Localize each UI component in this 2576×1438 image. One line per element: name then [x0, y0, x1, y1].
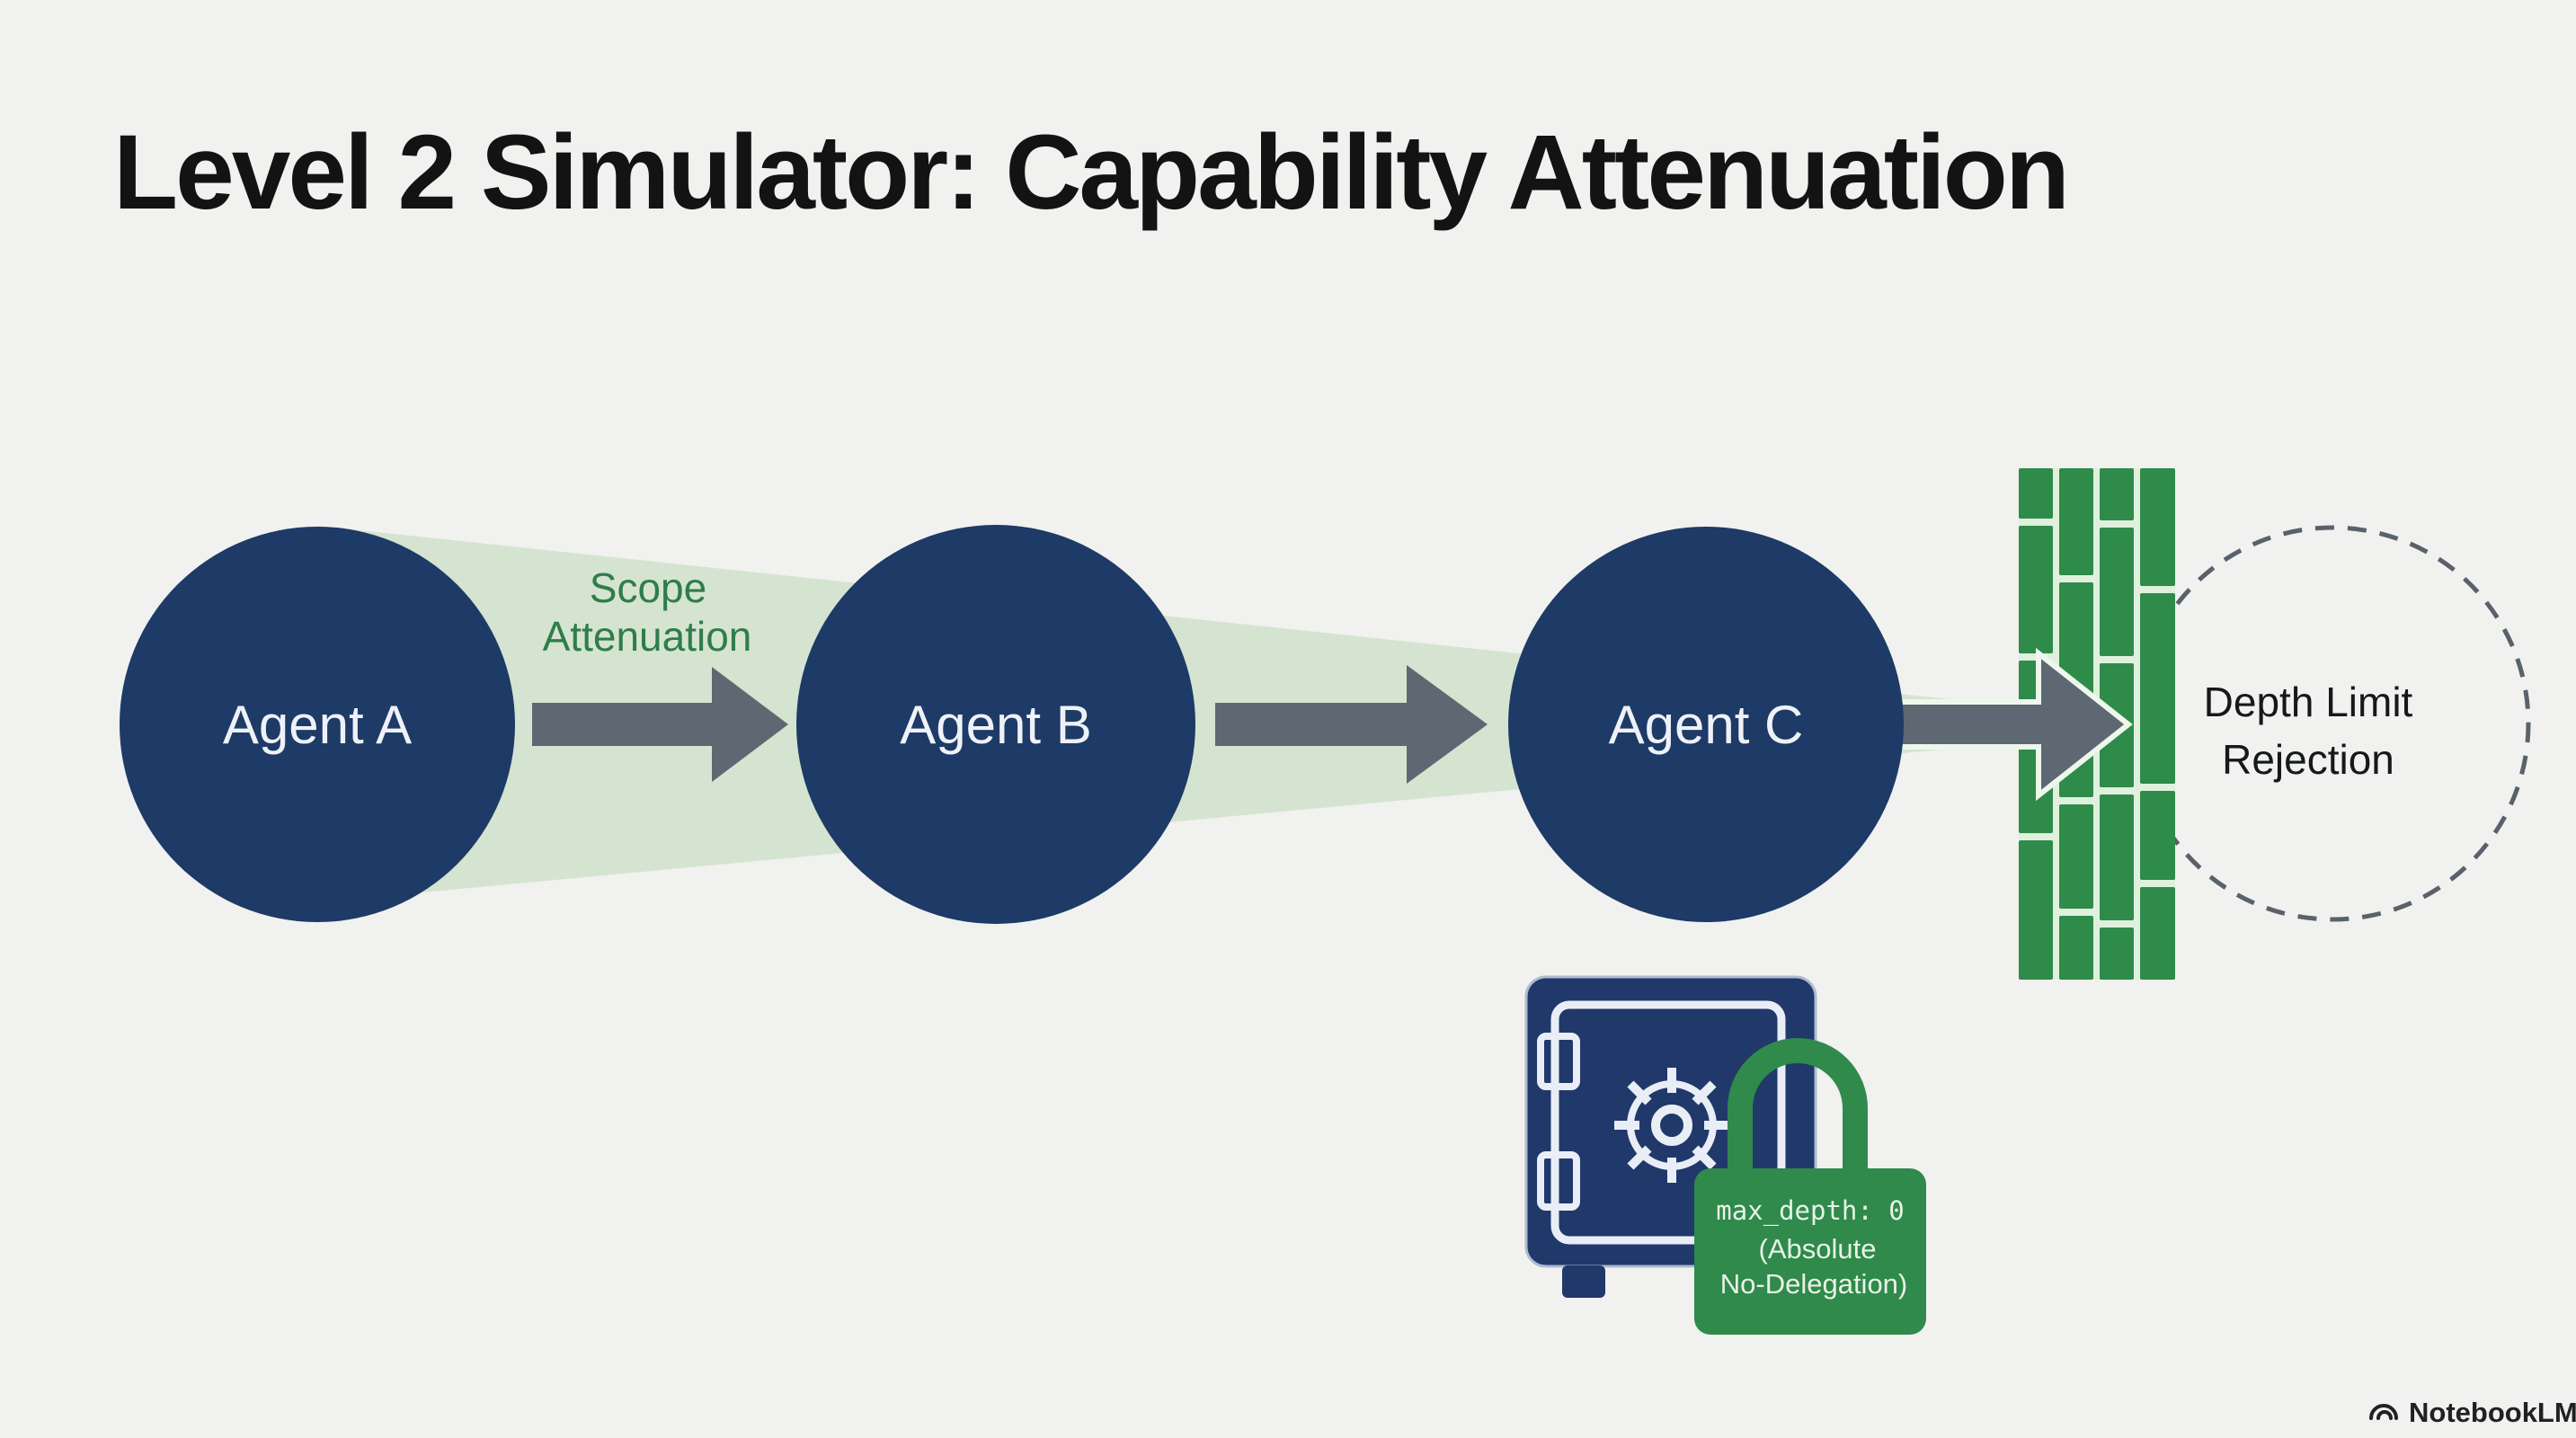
padlock-icon: max_depth: 0 (Absolute No-Delegation): [1694, 1038, 1926, 1335]
padlock-text: max_depth: 0 (Absolute No-Delegation): [1716, 1195, 1907, 1300]
notebooklm-logo-icon: [2369, 1404, 2398, 1420]
padlock-line3: No-Delegation): [1720, 1268, 1908, 1300]
padlock-shackle: [1728, 1038, 1868, 1177]
agent-c-circle: [1508, 527, 1904, 922]
safe-hinge-bottom: [1537, 1151, 1580, 1211]
arrow-a-to-b: [532, 667, 788, 782]
agent-a-circle: [120, 527, 515, 922]
rejection-line2: Rejection: [2222, 736, 2394, 783]
watermark: NotebookLM: [2369, 1397, 2576, 1428]
rejection-label: Depth Limit Rejection: [2204, 679, 2413, 783]
safe-hinge-top: [1537, 1033, 1580, 1090]
agent-a-label: Agent A: [223, 695, 412, 755]
agent-labels: Agent A Agent B Agent C: [223, 695, 1803, 755]
scope-attenuation-label: Scope Attenuation: [543, 564, 752, 660]
safe-door-outline: [1550, 1000, 1786, 1245]
agent-b-label: Agent B: [900, 695, 1092, 755]
scope-attenuation-line1: Scope: [590, 564, 706, 611]
page-title: Level 2 Simulator: Capability Attenuatio…: [113, 113, 2067, 232]
scope-attenuation-line2: Attenuation: [543, 613, 752, 660]
delegation-arrows: [532, 647, 2133, 802]
rejection-line1: Depth Limit: [2204, 679, 2413, 725]
arrow-c-to-wall: [1885, 647, 2133, 802]
agent-nodes: [120, 525, 1904, 924]
safe-foot-left: [1562, 1265, 1605, 1298]
watermark-label: NotebookLM: [2409, 1397, 2576, 1428]
agent-b-circle: [796, 525, 1195, 924]
arrow-b-to-c: [1215, 665, 1488, 784]
padlock-line2: (Absolute: [1759, 1233, 1877, 1265]
padlock-body: [1694, 1168, 1926, 1335]
padlock-line1: max_depth: 0: [1716, 1195, 1905, 1227]
safe-dial-icon: [1614, 1068, 1729, 1183]
agent-c-label: Agent C: [1609, 695, 1804, 755]
